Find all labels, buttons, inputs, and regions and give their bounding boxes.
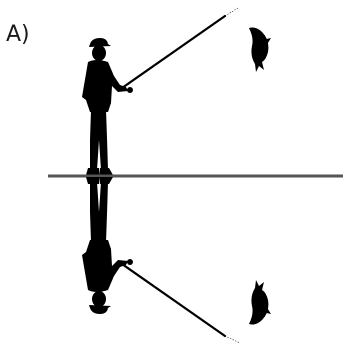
panel-label: A) <box>6 22 30 47</box>
fisherman-reflection-icon <box>82 177 133 314</box>
fishing-line-reflection <box>224 335 241 343</box>
fishing-rod <box>120 14 227 90</box>
fish-silhouette-icon <box>249 27 271 72</box>
fishing-rod-reflection <box>120 262 227 338</box>
fish-reflection-icon <box>249 280 271 325</box>
fishing-line <box>224 7 239 17</box>
fisherman-silhouette-icon <box>82 38 133 175</box>
